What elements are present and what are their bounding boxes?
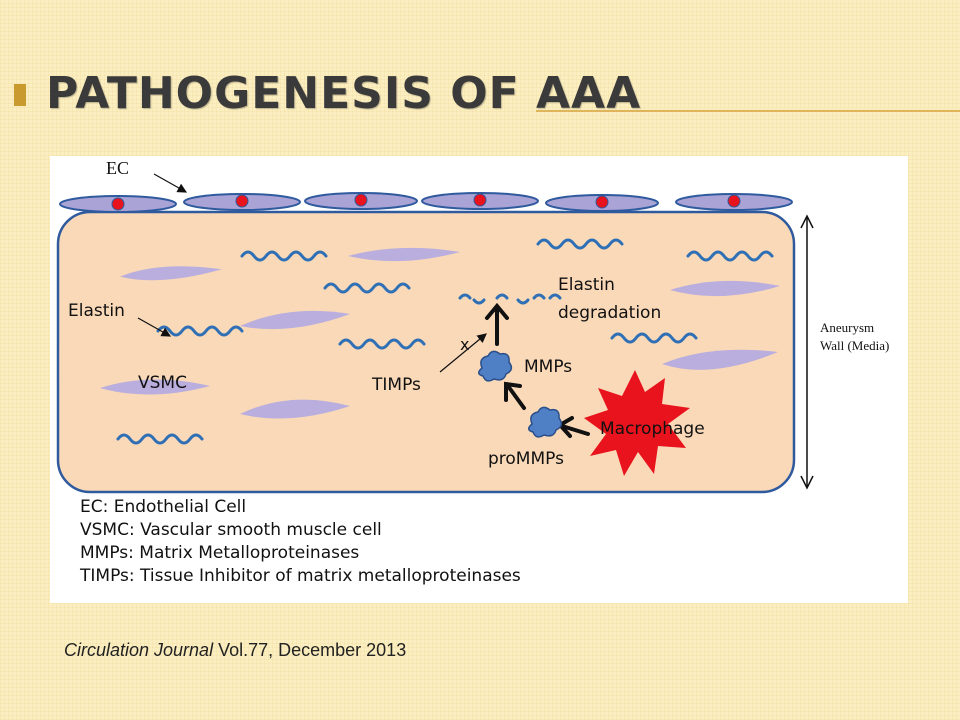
legend-item: EC: Endothelial Cell [80,497,247,517]
label-timps: TIMPs [371,375,421,395]
endothelial-nucleus [235,194,249,208]
legend-item: VSMC: Vascular smooth muscle cell [80,520,382,540]
pathogenesis-diagram: EC Elastin VSMC TIMPs x MMPs Elastin deg… [56,158,889,494]
aaa-pathogenesis-figure: EC Elastin VSMC TIMPs x MMPs Elastin deg… [50,156,908,603]
timps-inhibit-arrow [439,333,487,373]
vsmc-cell [240,310,350,330]
title-accent-marker [14,84,26,106]
vsmc-cell [240,399,350,419]
wall-arrow-head-top [800,214,814,229]
endothelial-nucleus [595,195,609,209]
prommps-blob [528,406,563,438]
ec-pointer-arrow [153,173,188,193]
citation-volume-date: Vol.77, December 2013 [213,640,407,660]
label-elastin-degradation-1: Elastin [558,275,615,295]
vsmc-cell [120,266,222,281]
endothelial-nucleus [354,193,368,207]
abbreviation-legend: EC: Endothelial Cell VSMC: Vascular smoo… [80,496,521,588]
label-elastin-degradation-2: degradation [558,303,661,323]
macrophage-burst [584,370,690,476]
mmp-blobs [478,350,563,438]
mmps-blob [478,350,513,382]
label-wall-2: Wall (Media) [820,338,889,353]
vsmc-cell [100,379,210,395]
endothelial-nucleus [473,193,487,207]
label-macrophage: Macrophage [600,419,705,439]
endothelial-nucleus [111,197,125,211]
vsmc-cell [670,280,780,297]
label-vsmc: VSMC [138,373,187,393]
title-bar: Pathogenesis of AAA [0,0,960,140]
label-elastin: Elastin [68,301,125,321]
degraded-elastin [458,293,562,305]
title-rule [536,110,960,112]
label-wall-1: Aneurysm [820,320,874,335]
vsmc-cell [662,349,778,370]
label-inhibit-x: x [460,335,469,354]
endothelial-nucleus [727,194,741,208]
legend-item: MMPs: Matrix Metalloproteinases [80,543,360,563]
legend-item: TIMPs: Tissue Inhibitor of matrix metall… [80,566,521,586]
mmps-to-elastin-arrow [485,302,509,346]
label-prommps: proMMPs [488,449,564,469]
vsmc-cells [100,247,780,419]
prommps-to-mmps-arrow [504,381,526,410]
citation: Circulation Journal Vol.77, December 201… [64,640,406,661]
label-mmps: MMPs [524,357,572,377]
wall-arrow-head-bottom [800,475,814,490]
citation-journal: Circulation Journal [64,640,214,660]
endothelial-cells [59,192,793,213]
label-ec: EC [106,158,129,178]
vsmc-cell [348,247,460,262]
elastin-pointer-arrow [137,317,172,337]
